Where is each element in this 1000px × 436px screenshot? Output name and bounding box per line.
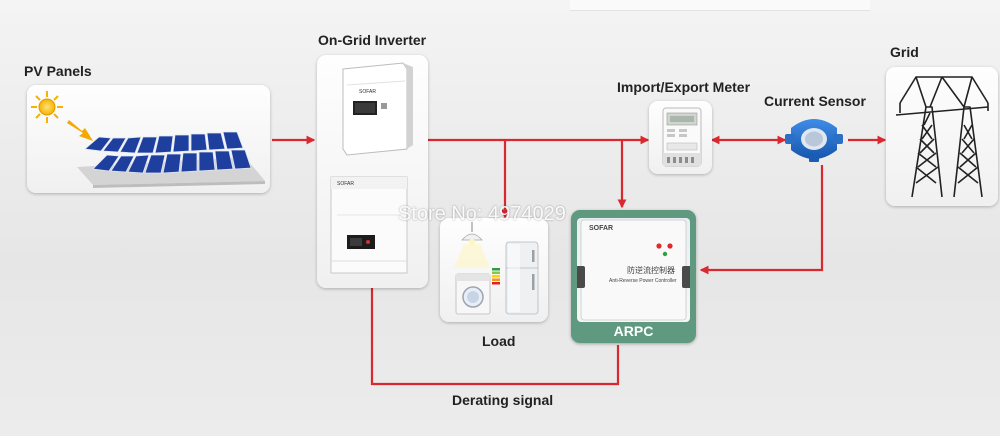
- pv-panels-label: PV Panels: [24, 63, 92, 79]
- meter-card: [649, 101, 712, 174]
- meter-label: Import/Export Meter: [617, 79, 751, 95]
- load-label: Load: [482, 333, 516, 349]
- derating-signal-label: Derating signal: [452, 392, 554, 408]
- top-strip: [570, 0, 870, 11]
- refrigerator-icon: [505, 241, 539, 315]
- wire-derating-signal: [370, 288, 620, 386]
- inverter-brand-text-2: SOFAR: [337, 181, 354, 187]
- arpc-title-en: Anti-Reverse Power Controller: [609, 278, 677, 284]
- inverter-illustration: SOFAR SOFAR: [330, 62, 413, 274]
- current-sensor-label: Current Sensor: [764, 93, 866, 109]
- arpc-device-icon: [575, 219, 692, 321]
- grid-card: [886, 67, 998, 206]
- arpc-label: ARPC: [613, 323, 654, 339]
- solar-panels-icon: [31, 91, 265, 188]
- arpc-title-cn: 防逆流控制器: [627, 266, 675, 275]
- inverter-card: SOFAR SOFAR: [317, 55, 428, 288]
- inverter-unit-bottom: SOFAR: [330, 176, 408, 274]
- inverter-unit-top: SOFAR: [342, 62, 413, 156]
- transmission-tower-icon: [895, 76, 989, 198]
- arpc-card: SOFAR 防逆流控制器 Anti-Reverse Power Controll…: [571, 210, 696, 343]
- washing-machine-icon: [455, 273, 491, 315]
- inverter-brand-text: SOFAR: [359, 89, 376, 95]
- arrow-sensor-to-arpc: [699, 165, 824, 275]
- inverter-label: On-Grid Inverter: [318, 32, 427, 48]
- pv-panels-card: [27, 85, 270, 193]
- load-card: [440, 218, 548, 322]
- current-sensor-icon: [785, 119, 843, 162]
- grid-label: Grid: [890, 44, 919, 60]
- energy-meter-icon: [662, 107, 702, 167]
- arpc-brand-text: SOFAR: [589, 225, 614, 232]
- store-watermark: Store No: 4974029: [398, 203, 566, 225]
- lamp-icon: [454, 222, 490, 268]
- household-appliances-icon: [454, 222, 539, 315]
- energy-label-icon: [492, 268, 500, 285]
- arpc-device: SOFAR 防逆流控制器 Anti-Reverse Power Controll…: [575, 218, 692, 322]
